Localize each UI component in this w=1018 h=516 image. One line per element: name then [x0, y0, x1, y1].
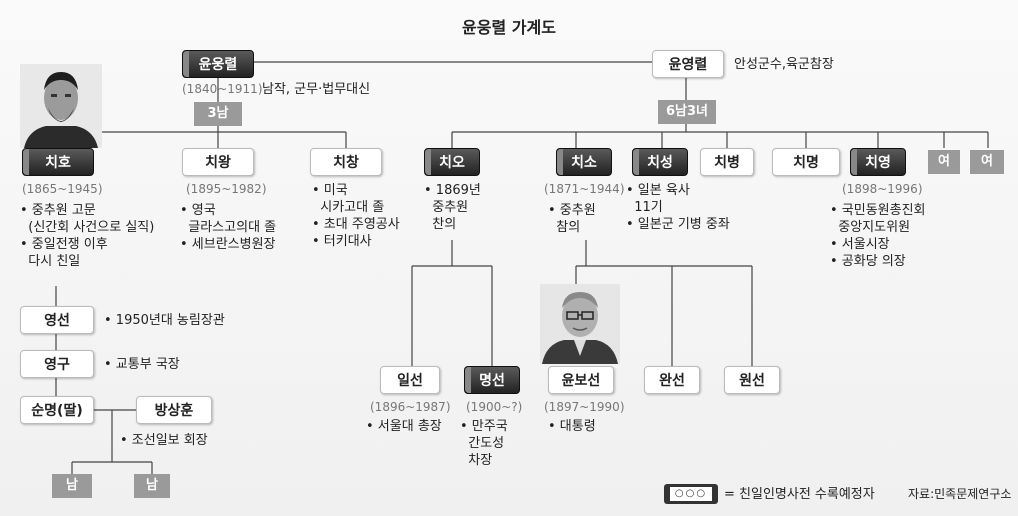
chio-desc: • 1869년 중추원 찬의: [424, 183, 481, 232]
chiso-desc: • 중추원 참의: [548, 203, 596, 235]
chiho-portrait: [20, 64, 102, 148]
chichang-desc: • 미국 시카고대 졸 • 초대 주영공사 • 터키대사: [312, 183, 400, 249]
node-son-1: 남: [52, 474, 92, 498]
yunboseon-portrait: [540, 284, 620, 364]
node-sunmyeong: 순명(딸): [20, 396, 94, 424]
node-chichang: 치창: [310, 148, 382, 176]
chiseong-desc: • 일본 육사 11기 • 일본군 기병 중좌: [626, 183, 730, 232]
node-yeongseon: 영선: [20, 306, 94, 334]
node-chiseong: 치성: [632, 148, 688, 176]
diagram-title: 윤웅렬 가계도: [462, 18, 556, 37]
legend-label: = 친일인명사전 수록예정자: [724, 487, 875, 502]
node-yunboseon: 윤보선: [548, 366, 614, 394]
node-chibyeong: 치병: [700, 148, 754, 176]
node-wonseon: 원선: [724, 366, 780, 394]
node-myeongseon: 명선: [464, 366, 520, 394]
node-yunungryeol: 윤웅렬: [182, 50, 254, 78]
yunungryeol-desc: 남작, 군무·법무대신: [262, 82, 371, 97]
yeongseon-desc: • 1950년대 농림장관: [104, 313, 225, 328]
node-daughter-1: 여: [928, 150, 960, 174]
node-chiso: 치소: [556, 148, 612, 176]
legend-swatch-text: ○○○: [670, 487, 712, 501]
node-chiwang: 치왕: [182, 148, 254, 176]
node-ilseon: 일선: [380, 366, 440, 394]
legend-swatch: ○○○: [664, 484, 718, 504]
chiwang-desc: • 영국 글라스고의대 졸 • 세브란스병원장: [180, 203, 277, 252]
chiwang-years: (1895~1982): [186, 182, 267, 196]
node-daughter-2: 여: [970, 150, 1004, 174]
yeonggu-desc: • 교통부 국장: [104, 357, 180, 372]
yunboseon-desc: • 대통령: [548, 419, 596, 434]
node-wanseon: 완선: [644, 366, 700, 394]
yunyeongryeol-children-count: 6남3녀: [658, 100, 716, 124]
node-chimyeong: 치명: [772, 148, 840, 176]
node-son-2: 남: [134, 474, 170, 498]
node-chiho: 치호: [22, 148, 94, 176]
myeongseon-years: (1900~?): [466, 400, 523, 414]
myeongseon-desc: • 만주국 간도성 차장: [460, 419, 508, 468]
chiho-desc: • 중추원 고문 (신간회 사건으로 실직) • 중일전쟁 이후 다시 친일: [20, 203, 155, 269]
node-bangsanghun: 방상훈: [136, 396, 212, 424]
source-credit: 자료:민족문제연구소: [908, 487, 1012, 501]
node-yunyeongryeol: 윤영렬: [652, 50, 724, 78]
chiyeong-years: (1898~1996): [842, 182, 923, 196]
node-yeonggu: 영구: [20, 350, 94, 378]
yunungryeol-children-count: 3남: [194, 102, 242, 126]
yunboseon-years: (1897~1990): [544, 400, 625, 414]
bangsanghun-desc: • 조선일보 회장: [120, 433, 208, 448]
node-chiyeong: 치영: [850, 148, 906, 176]
node-chio: 치오: [424, 148, 480, 176]
yunyeongryeol-desc: 안성군수,육군참장: [734, 57, 834, 72]
ilseon-years: (1896~1987): [370, 400, 451, 414]
chiso-years: (1871~1944): [544, 182, 625, 196]
chiho-years: (1865~1945): [22, 182, 103, 196]
chiyeong-desc: • 국민동원총진회 중앙지도위원 • 서울시장 • 공화당 의장: [830, 203, 926, 269]
ilseon-desc: • 서울대 총장: [366, 419, 442, 434]
yunungryeol-years: (1840~1911): [182, 82, 263, 96]
